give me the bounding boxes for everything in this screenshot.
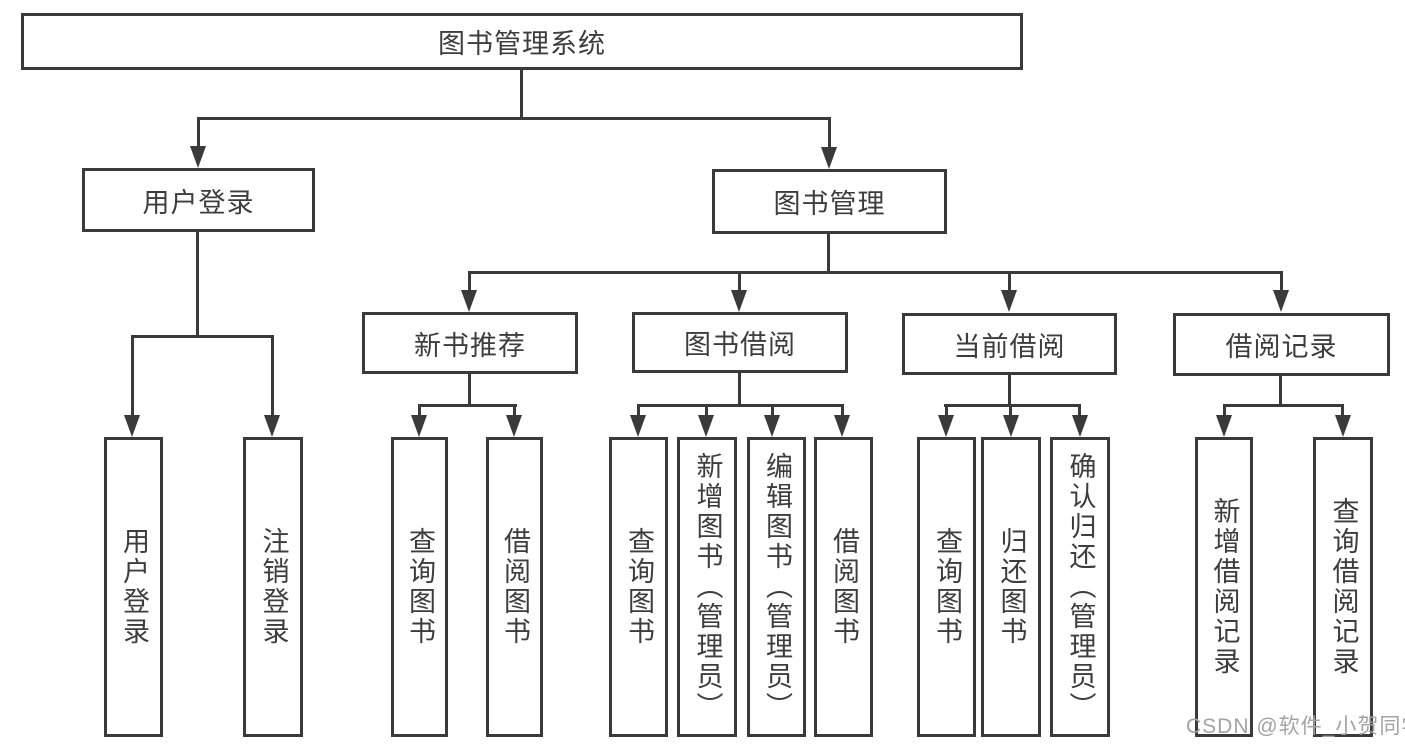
leaf-query-books: 查询图书 xyxy=(391,437,448,737)
arrow-down-icon xyxy=(264,415,280,437)
arrow-down-icon xyxy=(630,415,646,437)
arrow-down-icon xyxy=(698,415,714,437)
connector-branch xyxy=(944,404,1081,407)
connector-drop xyxy=(468,272,471,292)
connector-branch-level1 xyxy=(197,117,831,120)
csdn-watermark: CSDN @软件_小贺同学 xyxy=(1186,715,1405,738)
connector-drop xyxy=(945,404,948,418)
node-book-borrow: 图书借阅 xyxy=(632,312,848,373)
connector-manage-stem xyxy=(827,234,830,274)
connector-drop xyxy=(131,335,134,417)
arrow-down-icon xyxy=(834,415,850,437)
arrow-down-icon xyxy=(461,290,477,312)
connector-drop xyxy=(771,404,774,418)
node-borrow-records: 借阅记录 xyxy=(1173,313,1390,376)
node-new-book-recommend: 新书推荐 xyxy=(362,312,578,374)
leaf-confirm-return-admin: 确认归还（管理员） xyxy=(1050,437,1110,737)
node-root-system: 图书管理系统 xyxy=(21,13,1023,70)
arrow-down-icon xyxy=(506,415,522,437)
arrow-down-icon xyxy=(1003,415,1019,437)
leaf-borrow-books: 借阅图书 xyxy=(814,437,873,737)
arrow-down-icon xyxy=(731,290,747,312)
connector-stem xyxy=(468,374,471,407)
arrow-down-icon xyxy=(411,415,427,437)
node-book-manage: 图书管理 xyxy=(712,169,947,234)
connector-drop xyxy=(1223,404,1226,418)
connector-root-stem xyxy=(520,70,523,120)
leaf-query-books: 查询图书 xyxy=(917,437,976,737)
connector-drop-login xyxy=(197,118,200,150)
leaf-borrow-books: 借阅图书 xyxy=(486,437,543,737)
connector-drop xyxy=(637,404,640,418)
connector-branch xyxy=(418,404,517,407)
arrow-down-icon xyxy=(1072,415,1088,437)
connector-drop xyxy=(738,272,741,292)
arrow-down-icon xyxy=(1273,290,1289,312)
leaf-query-books: 查询图书 xyxy=(609,437,668,737)
connector-drop xyxy=(418,404,421,418)
leaf-query-borrow-record: 查询借阅记录 xyxy=(1313,437,1373,737)
leaf-user-login: 用户登录 xyxy=(104,437,163,737)
connector-branch-level2 xyxy=(468,271,1283,274)
connector-drop xyxy=(1078,404,1081,418)
node-current-borrow: 当前借阅 xyxy=(902,313,1117,375)
connector-drop xyxy=(271,335,274,417)
leaf-add-book-admin: 新增图书（管理员） xyxy=(677,437,737,737)
connector-drop xyxy=(705,404,708,418)
arrow-down-icon xyxy=(938,415,954,437)
leaf-return-books: 归还图书 xyxy=(981,437,1041,737)
leaf-add-borrow-record: 新增借阅记录 xyxy=(1195,437,1253,737)
connector-drop xyxy=(1008,272,1011,292)
arrow-down-icon xyxy=(1335,415,1351,437)
connector-drop xyxy=(1341,404,1344,418)
connector-drop xyxy=(1009,404,1012,418)
arrow-down-icon xyxy=(124,415,140,437)
connector-drop xyxy=(841,404,844,418)
leaf-edit-book-admin: 编辑图书（管理员） xyxy=(747,437,806,737)
connector-stem xyxy=(1008,375,1011,407)
arrow-down-icon xyxy=(1216,415,1232,437)
connector-branch xyxy=(1223,404,1344,407)
leaf-logout: 注销登录 xyxy=(243,437,303,737)
node-user-login: 用户登录 xyxy=(82,168,315,232)
arrow-down-icon xyxy=(821,147,837,169)
connector-login-stem xyxy=(196,232,199,337)
connector-stem xyxy=(738,373,741,407)
connector-branch xyxy=(637,404,844,407)
connector-drop xyxy=(1280,272,1283,292)
arrow-down-icon xyxy=(764,415,780,437)
arrow-down-icon xyxy=(1001,290,1017,312)
connector-stem xyxy=(1279,376,1282,407)
connector-drop-manage xyxy=(828,118,831,150)
arrow-down-icon xyxy=(190,146,206,168)
connector-branch-login xyxy=(131,335,274,338)
connector-drop xyxy=(513,404,516,418)
